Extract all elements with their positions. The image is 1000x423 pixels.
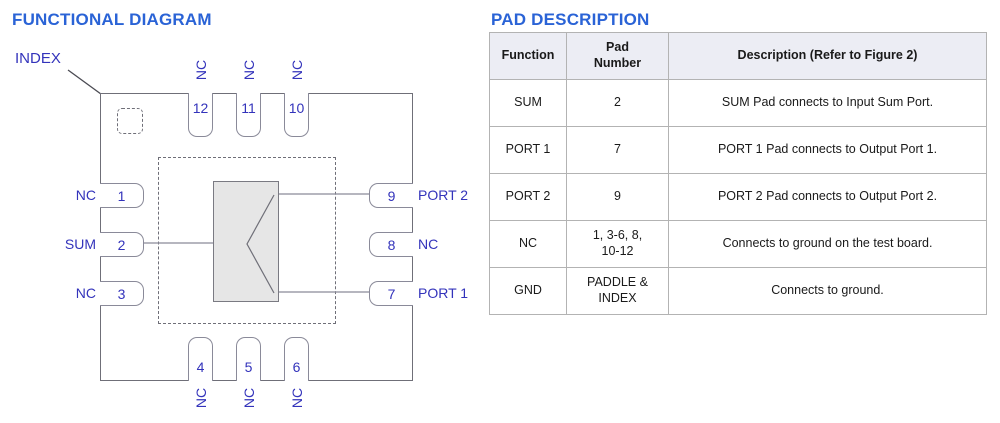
pad-10-label: NC — [289, 59, 305, 81]
cell-pad-number-line1: 7 — [614, 142, 621, 157]
pad-2-label: SUM — [64, 236, 96, 252]
cell-pad-number-line1: 9 — [614, 189, 621, 204]
cell-pad-number-line1: PADDLE & — [587, 275, 648, 290]
pad-7[interactable]: 7 — [369, 281, 413, 306]
pad-9-label: PORT 2 — [418, 187, 469, 203]
cell-pad-number-line1: 2 — [614, 95, 621, 110]
table-row: SUM 2 SUM Pad connects to Input Sum Port… — [489, 79, 987, 127]
column-header-function: Function — [489, 32, 567, 80]
table-row: GND PADDLE & INDEX Connects to ground. — [489, 267, 987, 315]
cell-description: PORT 1 Pad connects to Output Port 1. — [668, 126, 987, 174]
pad-2[interactable]: 2 — [100, 232, 144, 257]
cell-function: PORT 2 — [489, 173, 567, 221]
cell-pad-number-line1: 1, 3-6, 8, — [592, 228, 643, 243]
cell-function: PORT 1 — [489, 126, 567, 174]
pad-description-title: PAD DESCRIPTION — [491, 10, 650, 29]
pad-description-table: Function Pad Number Description (Refer t… — [489, 32, 987, 315]
cell-pad-number: 7 — [566, 126, 669, 174]
cell-function: GND — [489, 267, 567, 315]
cell-pad-number: PADDLE & INDEX — [566, 267, 669, 315]
cell-pad-number: 2 — [566, 79, 669, 127]
cell-function: NC — [489, 220, 567, 268]
pad-11-label: NC — [241, 59, 257, 81]
cell-function: SUM — [489, 79, 567, 127]
column-header-description: Description (Refer to Figure 2) — [668, 32, 987, 80]
cell-pad-number-line2: 10-12 — [601, 244, 634, 258]
pad-12[interactable]: 12 — [188, 93, 213, 137]
table-row: PORT 1 7 PORT 1 Pad connects to Output P… — [489, 126, 987, 174]
pad-4-label: NC — [193, 387, 209, 409]
pad-9[interactable]: 9 — [369, 183, 413, 208]
column-header-pad-number: Pad Number — [566, 32, 669, 80]
column-header-pad-line2: Number — [593, 56, 642, 70]
functional-diagram-title: FUNCTIONAL DIAGRAM — [12, 10, 212, 29]
functional-diagram-panel: FUNCTIONAL DIAGRAM INDEX 1 NC 2 SUM 3 NC… — [0, 0, 480, 423]
table-header-row: Function Pad Number Description (Refer t… — [489, 32, 987, 80]
pad-12-label: NC — [193, 59, 209, 81]
table-row: PORT 2 9 PORT 2 Pad connects to Output P… — [489, 173, 987, 221]
splitter-block — [213, 181, 279, 302]
cell-description: PORT 2 Pad connects to Output Port 2. — [668, 173, 987, 221]
pad-3[interactable]: 3 — [100, 281, 144, 306]
pad-10[interactable]: 10 — [284, 93, 309, 137]
pad-5-label: NC — [241, 387, 257, 409]
pad-8[interactable]: 8 — [369, 232, 413, 257]
cell-description: SUM Pad connects to Input Sum Port. — [668, 79, 987, 127]
paddle-dashed-outline — [158, 157, 336, 324]
pad-1[interactable]: 1 — [100, 183, 144, 208]
pad-4[interactable]: 4 — [188, 337, 213, 381]
column-header-pad-line1: Pad — [606, 40, 629, 55]
cell-pad-number-line2: INDEX — [598, 291, 637, 305]
pad-description-panel: Function Pad Number Description (Refer t… — [489, 32, 987, 315]
index-corner-marker — [117, 108, 143, 134]
cell-pad-number: 1, 3-6, 8, 10-12 — [566, 220, 669, 268]
pad-8-label: NC — [418, 236, 439, 252]
pad-3-label: NC — [75, 285, 96, 301]
pad-11[interactable]: 11 — [236, 93, 261, 137]
table-row: NC 1, 3-6, 8, 10-12 Connects to ground o… — [489, 220, 987, 268]
cell-description: Connects to ground. — [668, 267, 987, 315]
pad-6[interactable]: 6 — [284, 337, 309, 381]
pad-5[interactable]: 5 — [236, 337, 261, 381]
index-label: INDEX — [15, 50, 61, 67]
cell-description: Connects to ground on the test board. — [668, 220, 987, 268]
cell-pad-number: 9 — [566, 173, 669, 221]
pad-1-label: NC — [75, 187, 96, 203]
pad-7-label: PORT 1 — [418, 285, 469, 301]
pad-6-label: NC — [289, 387, 305, 409]
